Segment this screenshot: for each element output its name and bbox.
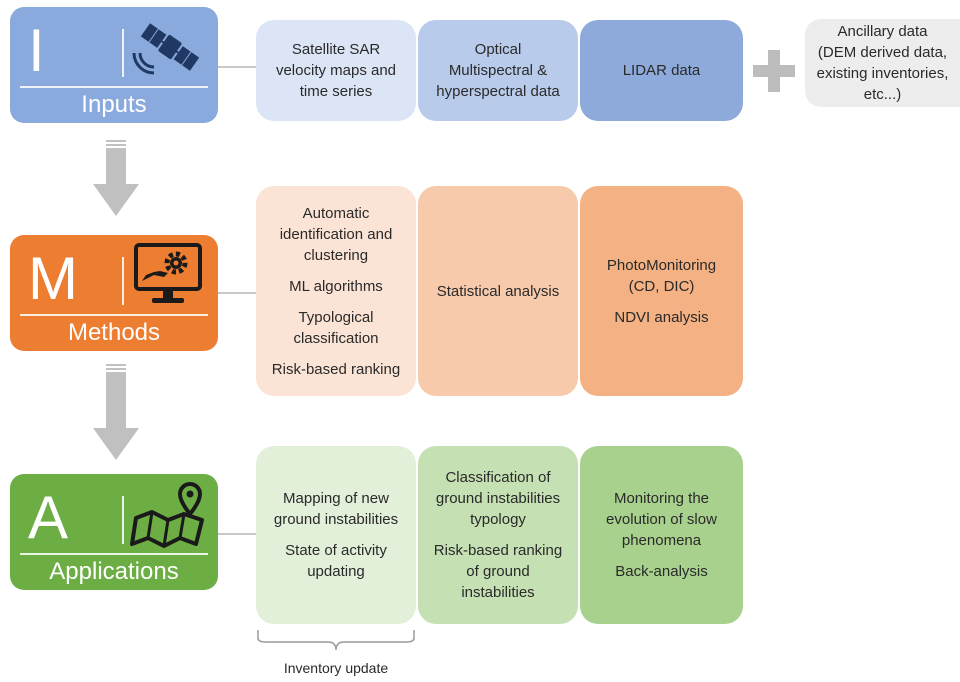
- method-ndvi-text: NDVI analysis: [614, 308, 709, 326]
- method-typological-text: Typological classification: [293, 308, 379, 347]
- inputs-connector: [218, 66, 258, 68]
- input-sar-box: Satellite SAR velocity maps and time ser…: [256, 20, 416, 121]
- inputs-underline: [20, 86, 208, 88]
- methods-title: Methods: [67, 319, 161, 346]
- brace-icon: [257, 630, 415, 651]
- input-optical-text: Optical Multispectral & hyperspectral da…: [436, 41, 560, 100]
- applications-block: A Applications: [10, 474, 218, 590]
- applications-connector: [218, 533, 258, 535]
- application-backanalysis-text: Back-analysis: [615, 563, 708, 580]
- monitor-gear-icon: [134, 243, 202, 303]
- inputs-letter: I: [28, 17, 45, 84]
- down-arrow-icon: [93, 364, 139, 460]
- input-ancillary-text: Ancillary data (DEM derived data, existi…: [816, 23, 949, 103]
- input-sar-text: Satellite SAR velocity maps and time ser…: [275, 41, 397, 100]
- method-automatic-box: Automatic identification and clustering …: [256, 186, 416, 396]
- inputs-divider: [122, 29, 124, 77]
- application-mapping-box: Mapping of new ground instabilities Stat…: [256, 446, 416, 624]
- input-lidar-box: LIDAR data: [580, 20, 743, 121]
- application-state-text: State of activity updating: [285, 542, 387, 580]
- down-arrow-icon: [93, 140, 139, 216]
- input-ancillary-box: Ancillary data (DEM derived data, existi…: [805, 19, 960, 107]
- map-pin-icon: [130, 482, 204, 548]
- method-photomonitoring-text: PhotoMonitoring (CD, DIC): [606, 256, 717, 295]
- method-statistical-text: Statistical analysis: [436, 282, 560, 300]
- application-classification-box: Classification of ground instabilities t…: [418, 446, 578, 624]
- method-ml-text: ML algorithms: [289, 277, 383, 295]
- method-statistical-box: Statistical analysis: [418, 186, 578, 396]
- inputs-title: Inputs: [81, 91, 147, 118]
- application-classification-text: Classification of ground instabilities t…: [435, 469, 561, 528]
- method-automatic-text: Automatic identification and clustering: [279, 204, 393, 264]
- application-mapping-text: Mapping of new ground instabilities: [273, 490, 399, 528]
- methods-divider: [122, 257, 124, 305]
- applications-letter: A: [28, 484, 69, 551]
- methods-block: M Methods: [10, 235, 218, 351]
- applications-title: Applications: [49, 558, 179, 585]
- applications-divider: [122, 496, 124, 544]
- application-risk-text: Risk-based ranking of ground instabiliti…: [433, 542, 563, 601]
- application-monitoring-box: Monitoring the evolution of slow phenome…: [580, 446, 743, 624]
- method-risk-text: Risk-based ranking: [271, 360, 401, 378]
- method-photomonitoring-box: PhotoMonitoring (CD, DIC) NDVI analysis: [580, 186, 743, 396]
- inputs-block: I Inputs: [10, 7, 218, 123]
- brace-label: Inventory update: [283, 660, 389, 676]
- applications-underline: [20, 553, 208, 555]
- methods-connector: [218, 292, 258, 294]
- input-lidar-text: LIDAR data: [622, 62, 701, 79]
- satellite-icon: [132, 23, 200, 75]
- methods-underline: [20, 314, 208, 316]
- application-monitoring-text: Monitoring the evolution of slow phenome…: [606, 490, 717, 549]
- methods-letter: M: [28, 245, 78, 312]
- input-optical-box: Optical Multispectral & hyperspectral da…: [418, 20, 578, 121]
- plus-icon: [753, 50, 795, 92]
